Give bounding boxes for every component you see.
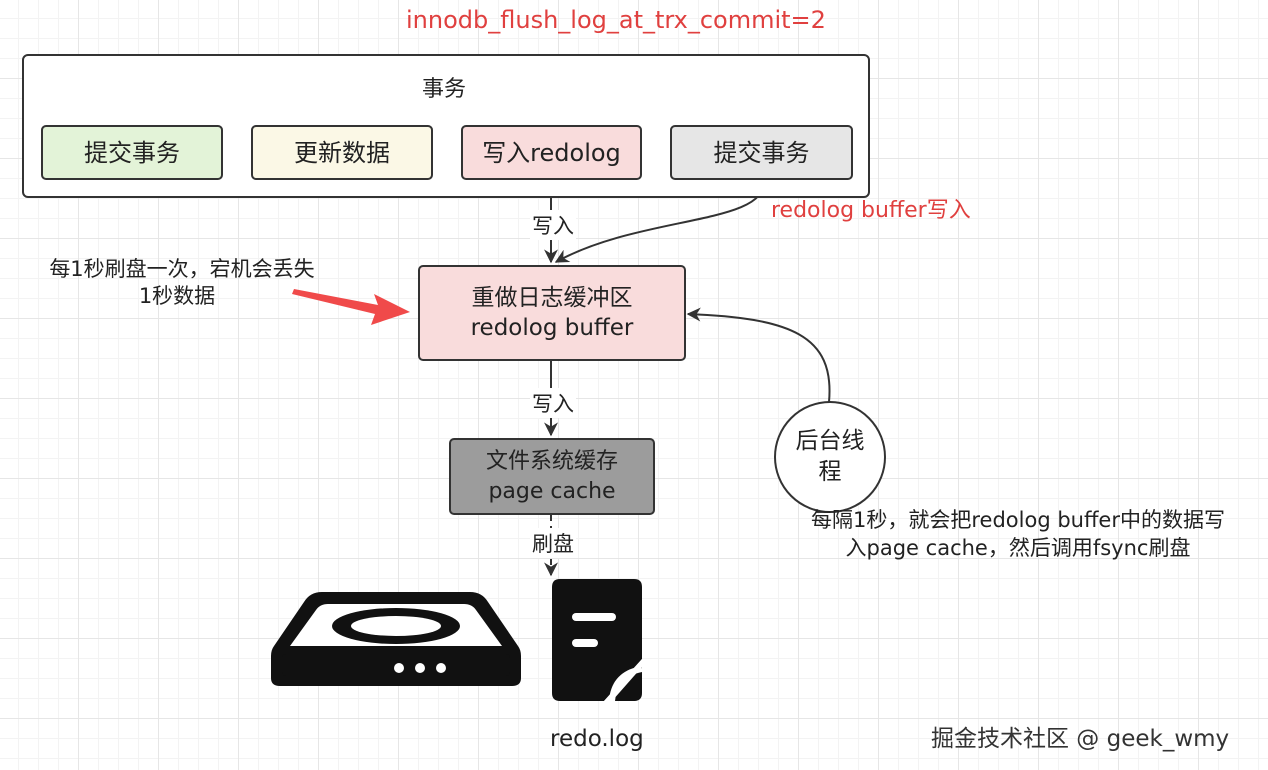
page-cache-box[interactable]: 文件系统缓存 page cache bbox=[449, 438, 655, 515]
left-note-line-2: 1秒数据 bbox=[138, 284, 216, 308]
edge-label-write-2: 写入 bbox=[530, 388, 576, 418]
hard-disk-icon bbox=[271, 592, 521, 686]
redolog-buffer-label-cn: 重做日志缓冲区 bbox=[471, 285, 633, 311]
diagram-title: innodb_flush_log_at_trx_commit=2 bbox=[406, 6, 826, 34]
right-note-line-1: 每隔1秒，就会把redolog buffer中的数据写 bbox=[811, 508, 1225, 532]
red-pointer-arrow bbox=[292, 289, 410, 325]
page-cache-label-cn: 文件系统缓存 bbox=[485, 448, 618, 474]
step-commit-transaction-2[interactable]: 提交事务 bbox=[670, 125, 853, 180]
redolog-buffer-box[interactable]: 重做日志缓冲区 redolog buffer bbox=[418, 265, 686, 361]
transaction-label: 事务 bbox=[422, 77, 467, 102]
right-note-line-2: 入page cache，然后调用fsync刷盘 bbox=[845, 536, 1191, 560]
watermark: 掘金技术社区 @ geek_wmy bbox=[931, 726, 1230, 752]
redo-log-file-label: redo.log bbox=[550, 726, 644, 752]
page-cache-label-en: page cache bbox=[488, 478, 616, 504]
step-commit-transaction-1[interactable]: 提交事务 bbox=[41, 125, 223, 180]
step-update-data[interactable]: 更新数据 bbox=[251, 125, 433, 180]
edge-label-write-1: 写入 bbox=[530, 210, 576, 240]
edge-label-buffer-write: redolog buffer写入 bbox=[771, 198, 971, 223]
right-note: 每隔1秒，就会把redolog buffer中的数据写 入page cache，… bbox=[782, 506, 1254, 562]
background-thread-label-2: 程 bbox=[818, 459, 842, 485]
background-thread-node[interactable]: 后台线 程 bbox=[774, 401, 886, 513]
left-note-line-1: 每1秒刷盘一次，宕机会丢失 bbox=[49, 257, 315, 281]
document-icon bbox=[552, 579, 642, 702]
step-write-redolog[interactable]: 写入redolog bbox=[461, 125, 642, 180]
edge-label-flush: 刷盘 bbox=[530, 528, 576, 558]
redolog-buffer-label-en: redolog buffer bbox=[470, 315, 634, 341]
background-thread-label-1: 后台线 bbox=[795, 428, 865, 454]
arrow-thread-to-buffer bbox=[686, 307, 831, 403]
left-note: 每1秒刷盘一次，宕机会丢失 1秒数据 bbox=[27, 256, 337, 310]
